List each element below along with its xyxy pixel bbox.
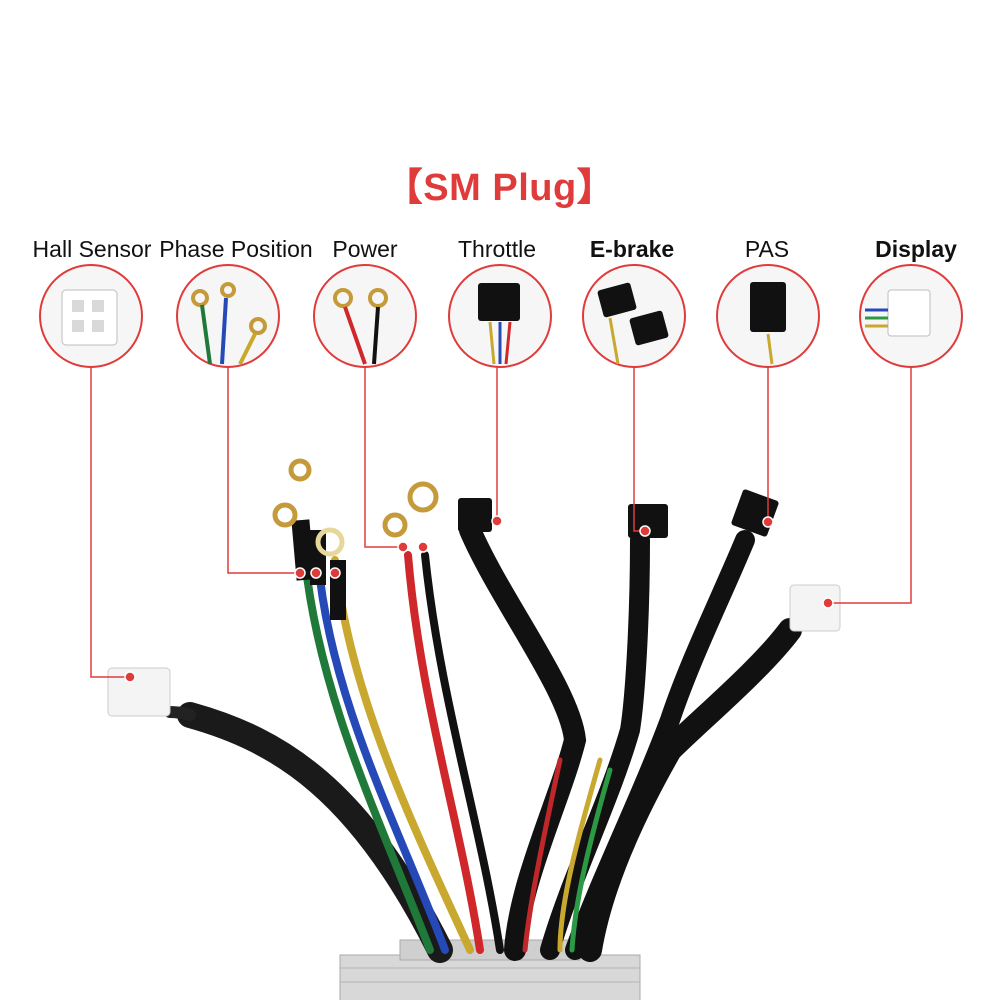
leader-display — [828, 367, 912, 604]
leader-power — [364, 367, 403, 548]
marker-throttle — [491, 515, 503, 527]
marker-display — [822, 597, 834, 609]
ring-terminals — [272, 458, 439, 557]
marker-hall-sensor — [124, 671, 136, 683]
page-title: 【SM Plug】 — [384, 167, 616, 209]
label-phase-position: Phase Position — [159, 236, 313, 262]
marker-phase-1 — [294, 567, 306, 579]
callout-phase-position — [176, 264, 280, 368]
label-display: Display — [875, 236, 957, 262]
callout-power — [313, 264, 417, 368]
callout-e-brake — [582, 264, 686, 368]
label-hall-sensor: Hall Sensor — [32, 236, 152, 262]
marker-power-2 — [417, 541, 429, 553]
connectors — [107, 489, 841, 717]
marker-power-1 — [397, 541, 409, 553]
marker-dots — [124, 515, 834, 683]
label-throttle: Throttle — [458, 236, 536, 262]
marker-e-brake — [639, 525, 651, 537]
wires — [164, 519, 802, 963]
marker-pas — [762, 516, 774, 528]
marker-phase-3 — [329, 567, 341, 579]
leader-lines — [90, 367, 912, 678]
leader-phase-position — [227, 367, 300, 574]
label-pas: PAS — [744, 236, 790, 262]
label-e-brake: E-brake — [589, 236, 675, 262]
inset-sketches — [61, 282, 931, 365]
controller-box — [339, 939, 641, 1000]
label-power: Power — [332, 236, 398, 262]
leader-hall-sensor — [90, 367, 130, 678]
marker-phase-2 — [310, 567, 322, 579]
